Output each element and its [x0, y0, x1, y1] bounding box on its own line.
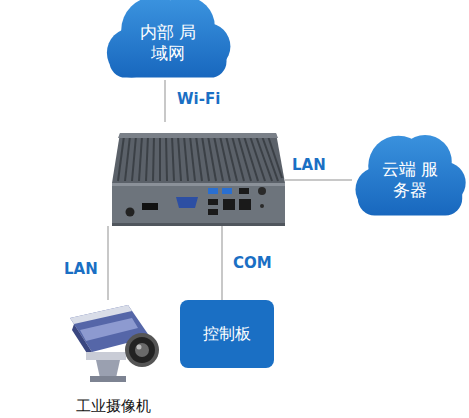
cloud-node: 云端 服务器 — [352, 134, 468, 218]
connector-line — [107, 226, 109, 300]
node-text: 云端 服务器 — [379, 159, 441, 202]
connector-line — [285, 179, 352, 181]
connector-line — [221, 226, 223, 300]
process-box: 控制板 — [180, 300, 274, 368]
camera-node: 工业摄像机 — [58, 300, 168, 416]
edge-label: COM — [233, 254, 272, 272]
node-text: 内部 局域网 — [137, 22, 199, 65]
mini-pc-node — [105, 122, 285, 226]
edge-label: Wi-Fi — [177, 90, 220, 108]
caption-text: 工业摄像机 — [76, 397, 151, 416]
connector-line — [164, 80, 166, 122]
cloud-node: 内部 局域网 — [103, 0, 233, 80]
mini-pc-illustration — [112, 133, 285, 226]
edge-label: LAN — [64, 260, 98, 278]
camera-illustration — [70, 305, 159, 382]
node-text: 控制板 — [203, 324, 251, 344]
edge-label: LAN — [292, 156, 326, 174]
